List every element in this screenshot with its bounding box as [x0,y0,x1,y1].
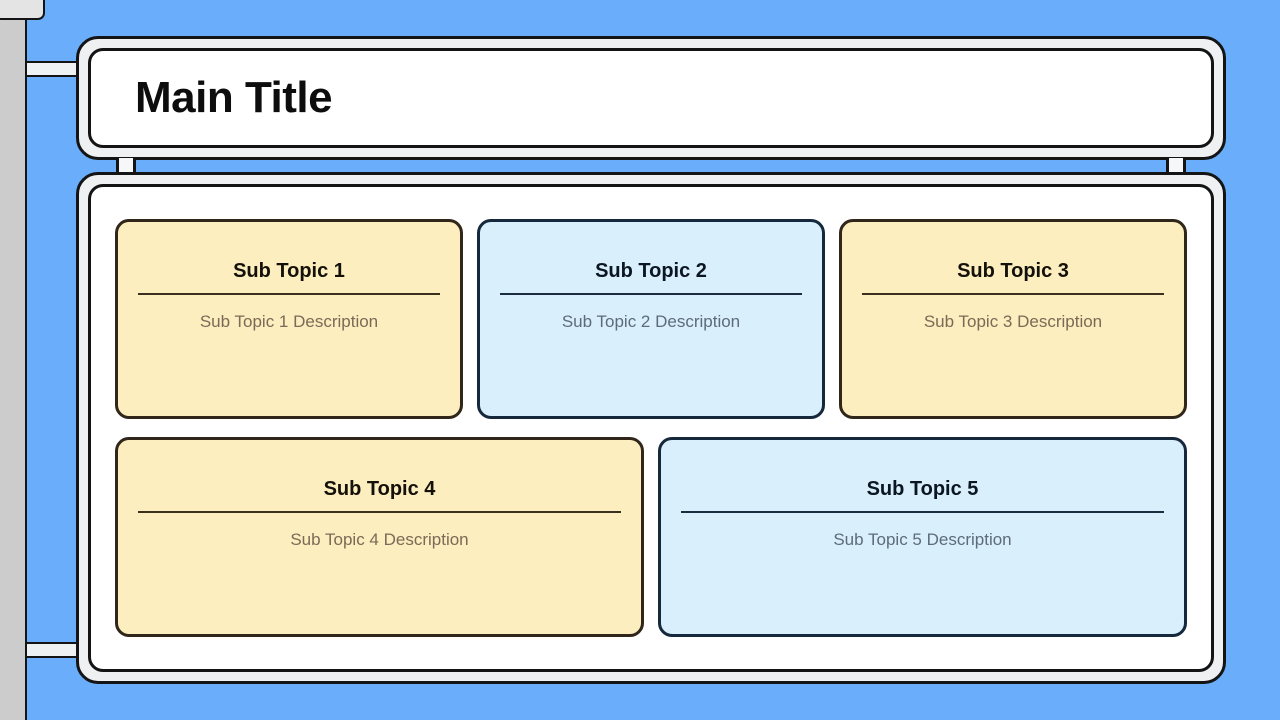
topic-card-divider [681,511,1164,513]
topic-card-description: Sub Topic 3 Description [923,312,1103,331]
page-title: Main Title [135,73,333,122]
topic-card-title: Sub Topic 5 [866,478,979,500]
topic-card[interactable]: Sub Topic 2 Sub Topic 2 Description [477,219,825,419]
topic-card[interactable]: Sub Topic 3 Sub Topic 3 Description [839,219,1187,419]
topic-card-description: Sub Topic 5 Description [833,530,1012,549]
topic-card[interactable]: Sub Topic 1 Sub Topic 1 Description [115,219,463,419]
topic-card-description: Sub Topic 1 Description [199,312,379,331]
connector-tab-left [116,158,136,174]
topic-card-title: Sub Topic 3 [957,260,1069,282]
corner-tab [0,0,45,20]
topic-card[interactable]: Sub Topic 5 Sub Topic 5 Description [658,437,1187,637]
topic-card[interactable]: Sub Topic 4 Sub Topic 4 Description [115,437,644,637]
title-frame[interactable]: Main Title [76,36,1226,160]
title-frame-inner: Main Title [88,48,1214,148]
topic-card-divider [138,511,621,513]
topic-card-title: Sub Topic 4 [323,478,436,500]
left-scroll-gutter[interactable] [0,0,45,720]
topic-card-title: Sub Topic 1 [233,260,345,282]
topic-card-description: Sub Topic 2 Description [561,312,741,331]
topic-card-divider [500,293,802,295]
topic-card-description: Sub Topic 4 Description [290,530,469,549]
topic-card-divider [138,293,440,295]
topic-card-title: Sub Topic 2 [595,260,707,282]
topic-card-divider [862,293,1164,295]
connector-tab-right [1166,158,1186,174]
